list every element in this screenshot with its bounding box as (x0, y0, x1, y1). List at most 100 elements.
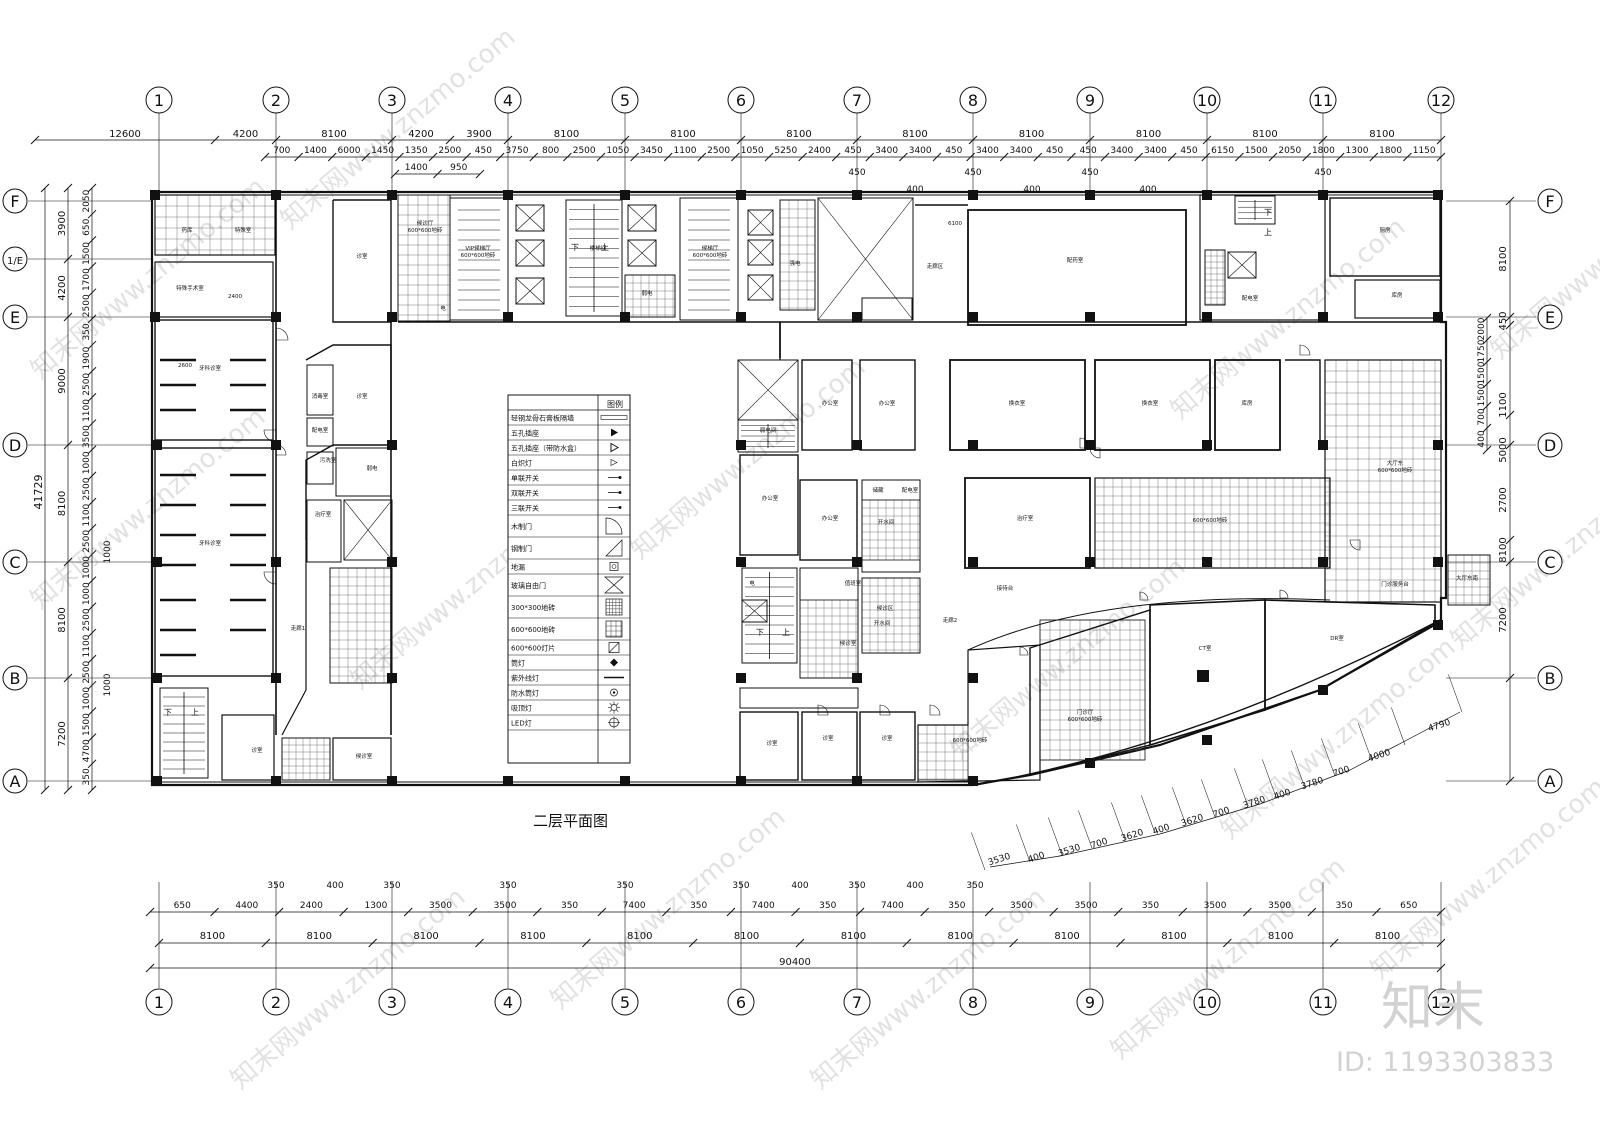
dim-tick (87, 314, 97, 324)
dim-label: 450 (1080, 146, 1097, 156)
grid-bubble (611, 86, 639, 114)
dim-tick (1307, 907, 1317, 917)
shaft-box (741, 599, 768, 623)
structural-column (1202, 312, 1212, 322)
structural-column (503, 776, 513, 786)
room-labels: 药库特殊室特殊手术室牙科诊室牙科诊室诊室诊室走廊1诊室配电室消毒室治疗室污洗室弱… (164, 208, 1478, 760)
dim-tick (1482, 445, 1492, 455)
dim-extension (1201, 779, 1216, 818)
dim-tick (1372, 907, 1381, 917)
dim-extension (1358, 723, 1373, 762)
structural-column (968, 312, 978, 322)
dim-label: 350 (690, 901, 707, 911)
dim-label: 3620 (1180, 813, 1205, 830)
curved-facade (974, 619, 1441, 786)
dim-label: 450 (475, 146, 492, 156)
legend-ceiling-symbol (610, 704, 618, 711)
shaft-diag (817, 197, 914, 321)
shaft-diag (747, 274, 774, 301)
grid-bubble-label: D (9, 436, 21, 455)
watermark-site-text: 知末网www.znzmo.com (1105, 852, 1351, 1065)
structural-column (387, 190, 397, 200)
room-label: 诊室 (822, 734, 834, 742)
grid-bubble-label: 7 (852, 993, 862, 1012)
dim-tick (1085, 135, 1095, 145)
dim-label: 2500 (438, 146, 461, 156)
dim-tick (87, 340, 97, 350)
floor-tile-hatch (1094, 477, 1331, 569)
dim-tick (145, 907, 155, 917)
dim-extension (1234, 768, 1249, 807)
dim-tick (428, 152, 438, 162)
grid-bubble (145, 988, 173, 1016)
dim-tick (339, 907, 349, 917)
dim-label: 4790 (1427, 718, 1452, 735)
dim-tick (462, 152, 471, 162)
grid-bubble-label: 4 (503, 91, 513, 110)
room-outline (859, 711, 916, 781)
dim-tick (87, 628, 97, 638)
dim-label: 6000 (338, 146, 361, 156)
legend-item-label: 五孔插座（带防水盒） (511, 444, 581, 453)
tile-border (799, 599, 859, 679)
structural-column (503, 190, 513, 200)
grid-bubble (1537, 768, 1563, 794)
legend-item-label: 钢制门 (511, 544, 532, 553)
legend-item-label: 300*300地砖 (511, 603, 555, 612)
structural-column (852, 557, 862, 567)
dim-label: 8100 (786, 129, 811, 140)
room-label: 600*600地砖 (953, 736, 988, 744)
room-label: 弱电间 (760, 426, 777, 434)
dim-label: 3500 (1204, 901, 1227, 911)
shaft-box (747, 239, 774, 266)
structural-column (1318, 440, 1328, 450)
door-swing (275, 444, 287, 456)
structural-column (1202, 440, 1212, 450)
dim-tick (1436, 907, 1446, 917)
legend-waterproof-dot (612, 691, 616, 694)
dim-label: 400 (906, 185, 923, 195)
dim-label: 700 (273, 146, 290, 156)
grid-bubble (494, 86, 522, 114)
dim-tick (1113, 907, 1123, 917)
dim-label: 8100 (554, 129, 579, 140)
wall (305, 344, 392, 540)
dim-tick (798, 152, 807, 162)
dim-tick (87, 785, 97, 795)
tile-border (861, 577, 921, 654)
structural-column (968, 557, 978, 567)
room-label: 走廊2 (943, 616, 958, 624)
room-label: 600*600地砖 (1378, 466, 1413, 474)
dim-tick (495, 152, 505, 162)
room-label: 电 (440, 304, 446, 312)
dim-tick (87, 235, 97, 245)
dim-label: 3530 (987, 852, 1012, 869)
dim-tick (87, 733, 97, 743)
grid-bubble-label: F (10, 192, 19, 211)
dim-line (989, 711, 1461, 868)
dim-label: 2500 (82, 530, 92, 553)
grid-bubble-label: 3 (387, 993, 397, 1012)
dim-tick (40, 183, 50, 193)
grid-bubble-label: 10 (1197, 91, 1217, 110)
dim-tick (87, 680, 97, 690)
watermark-site-text: 知末网www.znzmo.com (945, 552, 1191, 765)
dim-tick (1201, 152, 1211, 162)
dim-tick (1178, 907, 1188, 917)
room-label: 库房 (1391, 291, 1403, 299)
dim-tick (63, 785, 73, 795)
stairwell (737, 419, 799, 453)
elevator-shaft (741, 599, 768, 623)
room-outline (859, 359, 916, 451)
legend-switch-dot (618, 491, 622, 494)
dim-tick (445, 135, 455, 145)
dim-label: 350 (383, 881, 400, 891)
floor-tile-hatch (779, 199, 816, 311)
dim-tick (433, 169, 442, 179)
room-label: 候梯厅 (702, 244, 719, 252)
dim-label: 1500 (82, 713, 92, 736)
wall (1285, 359, 1321, 450)
legend-box: 图例轻钢龙骨石膏板隔墙五孔插座五孔插座（带防水盒）白炽灯单联开关双联开关三联开关… (507, 394, 631, 764)
grid-bubble-label: 8 (968, 91, 978, 110)
structural-column (736, 557, 746, 567)
